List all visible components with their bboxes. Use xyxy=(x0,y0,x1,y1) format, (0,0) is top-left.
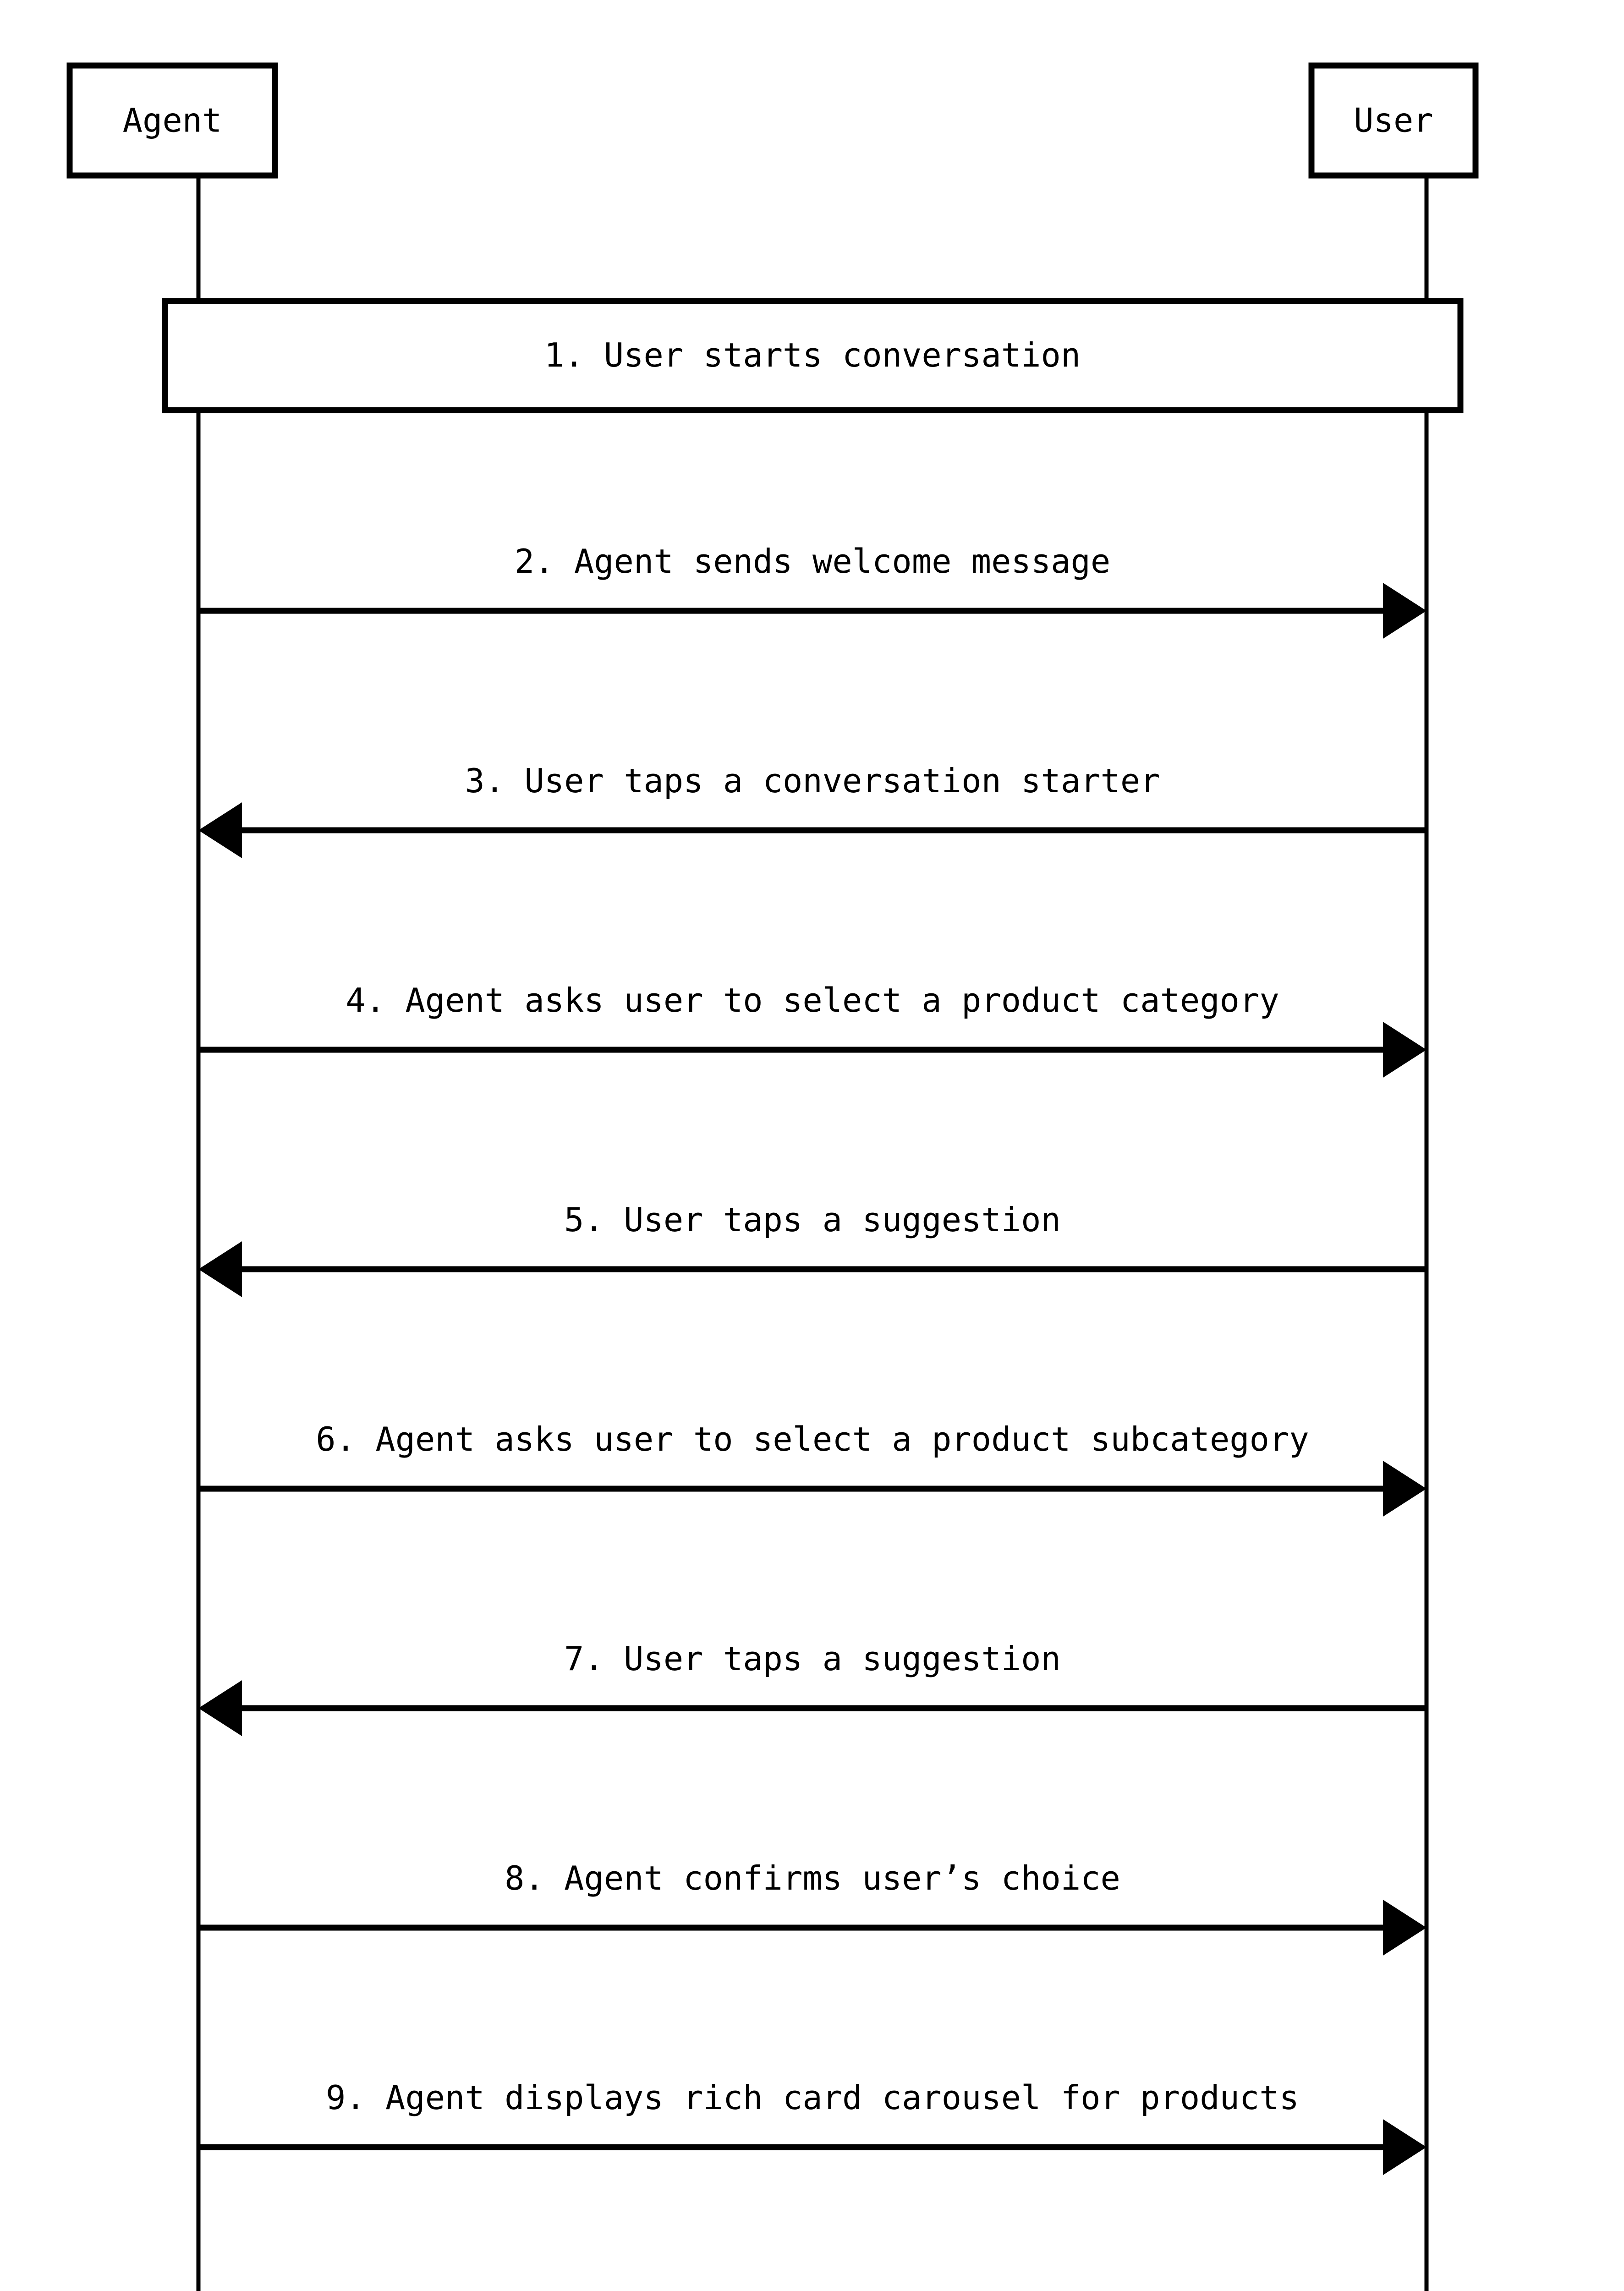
message-label-step-9: 9. Agent displays rich card carousel for… xyxy=(326,2078,1299,2117)
note-label-step-1: 1. User starts conversation xyxy=(544,336,1081,374)
message-step-5: 5. User taps a suggestion xyxy=(198,1200,1426,1297)
participant-box-user-top[interactable] xyxy=(1308,62,1479,179)
message-arrowhead-step-8 xyxy=(1383,1900,1426,1956)
message-arrowhead-step-3 xyxy=(198,802,242,858)
message-label-step-2: 2. Agent sends welcome message xyxy=(515,542,1110,581)
message-arrowhead-step-4 xyxy=(1383,1022,1426,1078)
message-arrowhead-step-6 xyxy=(1383,1461,1426,1517)
message-step-2: 2. Agent sends welcome message xyxy=(198,542,1426,639)
message-arrowhead-step-5 xyxy=(198,1241,242,1297)
message-step-4: 4. Agent asks user to select a product c… xyxy=(198,981,1426,1078)
message-label-step-3: 3. User taps a conversation starter xyxy=(465,762,1160,800)
message-label-step-7: 7. User taps a suggestion xyxy=(564,1639,1061,1678)
note-box-step-1 xyxy=(162,298,1464,413)
participant-box-agent-top[interactable] xyxy=(66,62,278,179)
message-step-9: 9. Agent displays rich card carousel for… xyxy=(198,2078,1426,2175)
message-arrowhead-step-9 xyxy=(1383,2119,1426,2175)
lifelines-group xyxy=(196,175,1429,2291)
message-step-3: 3. User taps a conversation starter xyxy=(198,762,1426,858)
message-label-step-4: 4. Agent asks user to select a product c… xyxy=(346,981,1279,1019)
message-arrowhead-step-7 xyxy=(198,1680,242,1736)
message-step-8: 8. Agent confirms user’s choice xyxy=(198,1859,1426,1956)
message-step-7: 7. User taps a suggestion xyxy=(198,1639,1426,1736)
participant-label-user-top: User xyxy=(1354,101,1433,140)
participant-label-agent-top: Agent xyxy=(123,101,222,140)
message-label-step-5: 5. User taps a suggestion xyxy=(564,1200,1061,1239)
note-step-1: 1. User starts conversation xyxy=(162,298,1464,413)
message-label-step-8: 8. Agent confirms user’s choice xyxy=(505,1859,1120,1897)
message-step-6: 6. Agent asks user to select a product s… xyxy=(198,1420,1426,1517)
message-label-step-6: 6. Agent asks user to select a product s… xyxy=(316,1420,1309,1458)
participant-agent-top[interactable]: Agent xyxy=(66,62,278,179)
message-arrowhead-step-2 xyxy=(1383,583,1426,639)
participant-user-top[interactable]: User xyxy=(1308,62,1479,179)
